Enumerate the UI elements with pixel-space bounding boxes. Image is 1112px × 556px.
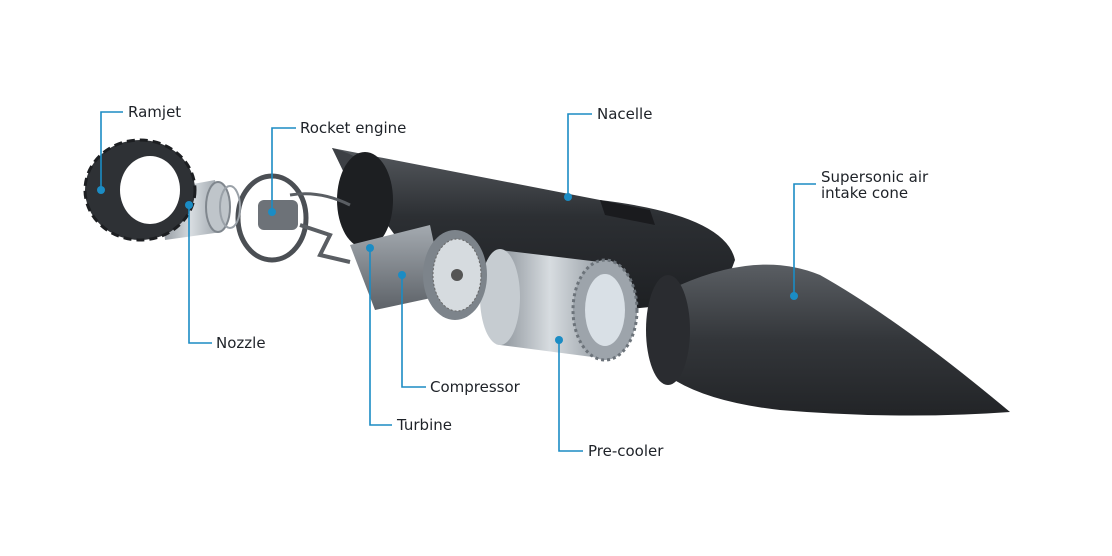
label-nacelle: Nacelle: [597, 105, 652, 123]
nacelle-shape: [332, 148, 735, 320]
label-nozzle: Nozzle: [216, 334, 266, 352]
label-compressor: Compressor: [430, 378, 521, 396]
label-intake-line2: intake cone: [821, 184, 908, 202]
leader-intake-cone: [790, 183, 816, 300]
intake-cone-shape: [646, 264, 1010, 416]
leader-rocket-engine: [268, 127, 296, 216]
label-rocket-engine: Rocket engine: [300, 119, 406, 137]
leader-nacelle: [564, 113, 592, 201]
leader-compressor: [398, 271, 426, 388]
ramjet-shape: [83, 138, 197, 242]
rocket-engine-shape: [235, 173, 351, 264]
label-ramjet: Ramjet: [128, 103, 181, 121]
precooler-shape: [480, 249, 639, 362]
label-turbine: Turbine: [396, 416, 452, 434]
compressor-turbine-shape: [350, 225, 487, 320]
label-precooler: Pre-cooler: [588, 442, 664, 460]
leader-ramjet: [97, 111, 123, 194]
label-intake-line1: Supersonic air: [821, 168, 929, 186]
leader-nozzle: [185, 201, 212, 344]
leader-precooler: [555, 336, 583, 452]
leader-turbine: [366, 244, 392, 426]
